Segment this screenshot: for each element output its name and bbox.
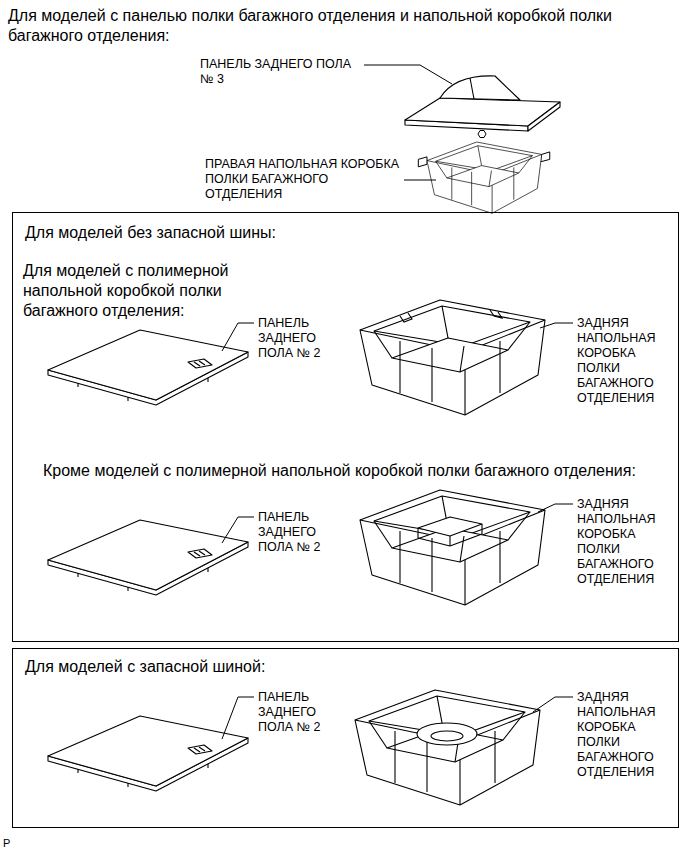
figure-title: Для моделей с панелью полки багажного от… <box>8 6 620 46</box>
part-name: ПАНЕЛЬ ЗАДНЕГО ПОЛА № 3 <box>200 57 360 87</box>
part-name: ПАНЕЛЬ ЗАДНЕГО ПОЛА № 2 <box>258 690 334 735</box>
part-name: ЗАДНЯЯ НАПОЛЬНАЯ КОРОБКА ПОЛКИ БАГАЖНОГО… <box>577 497 672 587</box>
part-name: ЗАДНЯЯ НАПОЛЬНАЯ КОРОБКА ПОЛКИ БАГАЖНОГО… <box>577 316 672 406</box>
figure-code: P <box>3 837 10 850</box>
condition-heading: Для моделей с запасной шиной: <box>25 657 265 677</box>
condition-subheading: Кроме моделей с полимерной напольной кор… <box>43 461 673 481</box>
condition-subheading: Для моделей с полимерной напольной короб… <box>23 261 275 321</box>
part-name: ПАНЕЛЬ ЗАДНЕГО ПОЛА № 2 <box>258 510 334 555</box>
part-name: ПАНЕЛЬ ЗАДНЕГО ПОЛА № 2 <box>258 316 334 361</box>
part-name: ЗАДНЯЯ НАПОЛЬНАЯ КОРОБКА ПОЛКИ БАГАЖНОГО… <box>577 690 672 780</box>
condition-heading: Для моделей без запасной шины: <box>25 223 276 243</box>
part-name: ПРАВАЯ НАПОЛЬНАЯ КОРОБКА ПОЛКИ БАГАЖНОГО… <box>205 157 401 202</box>
